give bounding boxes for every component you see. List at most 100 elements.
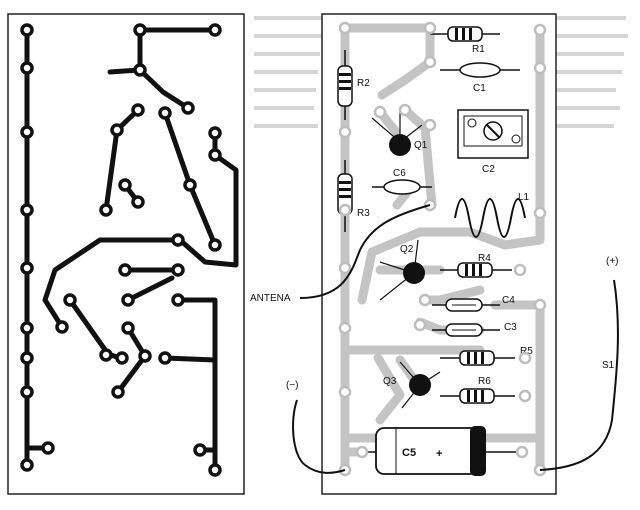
pcb-board-outline (7, 13, 245, 495)
solder-pad (118, 263, 132, 277)
solder-pad (55, 320, 69, 334)
solder-pad (133, 63, 147, 77)
solder-pad (138, 349, 152, 363)
bleed-line (254, 34, 322, 38)
bleed-line (254, 16, 324, 20)
solder-pad (20, 125, 34, 139)
track (125, 275, 175, 303)
resistor-r4: R4 (440, 253, 512, 278)
solder-pad (513, 263, 527, 277)
label-r3: R3 (357, 208, 370, 219)
solder-pad (181, 101, 195, 115)
capacitor-c6: C6 (372, 168, 432, 195)
label-c6: C6 (393, 168, 406, 179)
bleed-line (556, 16, 626, 20)
bleed-line (254, 52, 320, 56)
label-c3: C3 (504, 322, 517, 333)
track (115, 353, 148, 395)
label-r2: R2 (357, 78, 370, 89)
bleed-line (556, 106, 620, 110)
label-c1: C1 (473, 83, 486, 94)
resistor-r3: R3 (337, 160, 370, 232)
solder-pad (338, 321, 352, 335)
solder-pad (373, 105, 387, 119)
c5-polarity-plus: + (436, 448, 442, 460)
bleed-line (556, 34, 628, 38)
solder-pad (423, 118, 437, 132)
solder-pad (20, 23, 34, 37)
solder-pad (533, 23, 547, 37)
resistor-r2: R2 (337, 50, 370, 120)
solder-pad (533, 206, 547, 220)
solder-pad (131, 103, 145, 117)
bleed-line (254, 70, 318, 74)
solder-pad (115, 351, 129, 365)
label-plus: (+) (606, 256, 619, 267)
solder-pad (171, 263, 185, 277)
solder-pad (533, 298, 547, 312)
solder-pad (158, 106, 172, 120)
label-r6: R6 (478, 376, 491, 387)
solder-pad (208, 23, 222, 37)
capacitor-c1: C1 (440, 62, 520, 94)
solder-pad (398, 103, 412, 117)
solder-pad (193, 443, 207, 457)
pcb-track-panel (7, 13, 245, 495)
label-q1: Q1 (414, 140, 428, 151)
solder-pad (171, 233, 185, 247)
solder-pad (208, 126, 222, 140)
solder-pad (518, 389, 532, 403)
label-c5: C5 (402, 447, 416, 459)
solder-pad (533, 61, 547, 75)
solder-pad (111, 385, 125, 399)
solder-pad (20, 261, 34, 275)
bleed-through-texture (254, 16, 628, 128)
track (137, 27, 191, 111)
solder-pad (158, 351, 172, 365)
resistor-r1: R1 (430, 26, 500, 55)
bleed-line (556, 124, 614, 128)
solder-pad (110, 123, 124, 137)
solder-pad (99, 348, 113, 362)
solder-pad (63, 293, 77, 307)
solder-pad (20, 458, 34, 472)
solder-pad (338, 261, 352, 275)
label-q2: Q2 (400, 244, 414, 255)
solder-pad (99, 203, 113, 217)
bleed-line (254, 88, 316, 92)
capacitor-c3: C3 (432, 322, 517, 337)
solder-pad (20, 321, 34, 335)
switch-s1-wire: (+) S1 (539, 256, 619, 471)
solder-pad (355, 445, 369, 459)
capacitor-c4: C4 (432, 295, 515, 312)
solder-pad (118, 178, 132, 192)
solder-pad (183, 178, 197, 192)
solder-pad (515, 445, 529, 459)
solder-pad (208, 238, 222, 252)
electrolytic-capacitor-c5: C5 + (362, 426, 522, 476)
shadow-track (377, 57, 435, 100)
solder-pad (423, 55, 437, 69)
solder-pad (208, 463, 222, 477)
label-r4: R4 (478, 253, 491, 264)
solder-pad (338, 21, 352, 35)
component-board-outline (321, 13, 557, 495)
label-r1: R1 (472, 44, 485, 55)
solder-pad (20, 61, 34, 75)
solder-pad (131, 195, 145, 209)
bleed-line (556, 88, 616, 92)
solder-pad (518, 351, 532, 365)
solder-pad (20, 385, 34, 399)
solder-pad (20, 351, 34, 365)
label-s1: S1 (602, 360, 615, 371)
solder-pad (121, 321, 135, 335)
label-antenna: ANTENA (250, 293, 291, 304)
resistor-r5: R5 (440, 346, 533, 366)
shadow-track (357, 25, 545, 305)
label-l1: L1 (518, 192, 530, 203)
bleed-line (254, 106, 314, 110)
copper-pads (20, 23, 222, 477)
solder-pad (41, 441, 55, 455)
solder-pad (208, 148, 222, 162)
